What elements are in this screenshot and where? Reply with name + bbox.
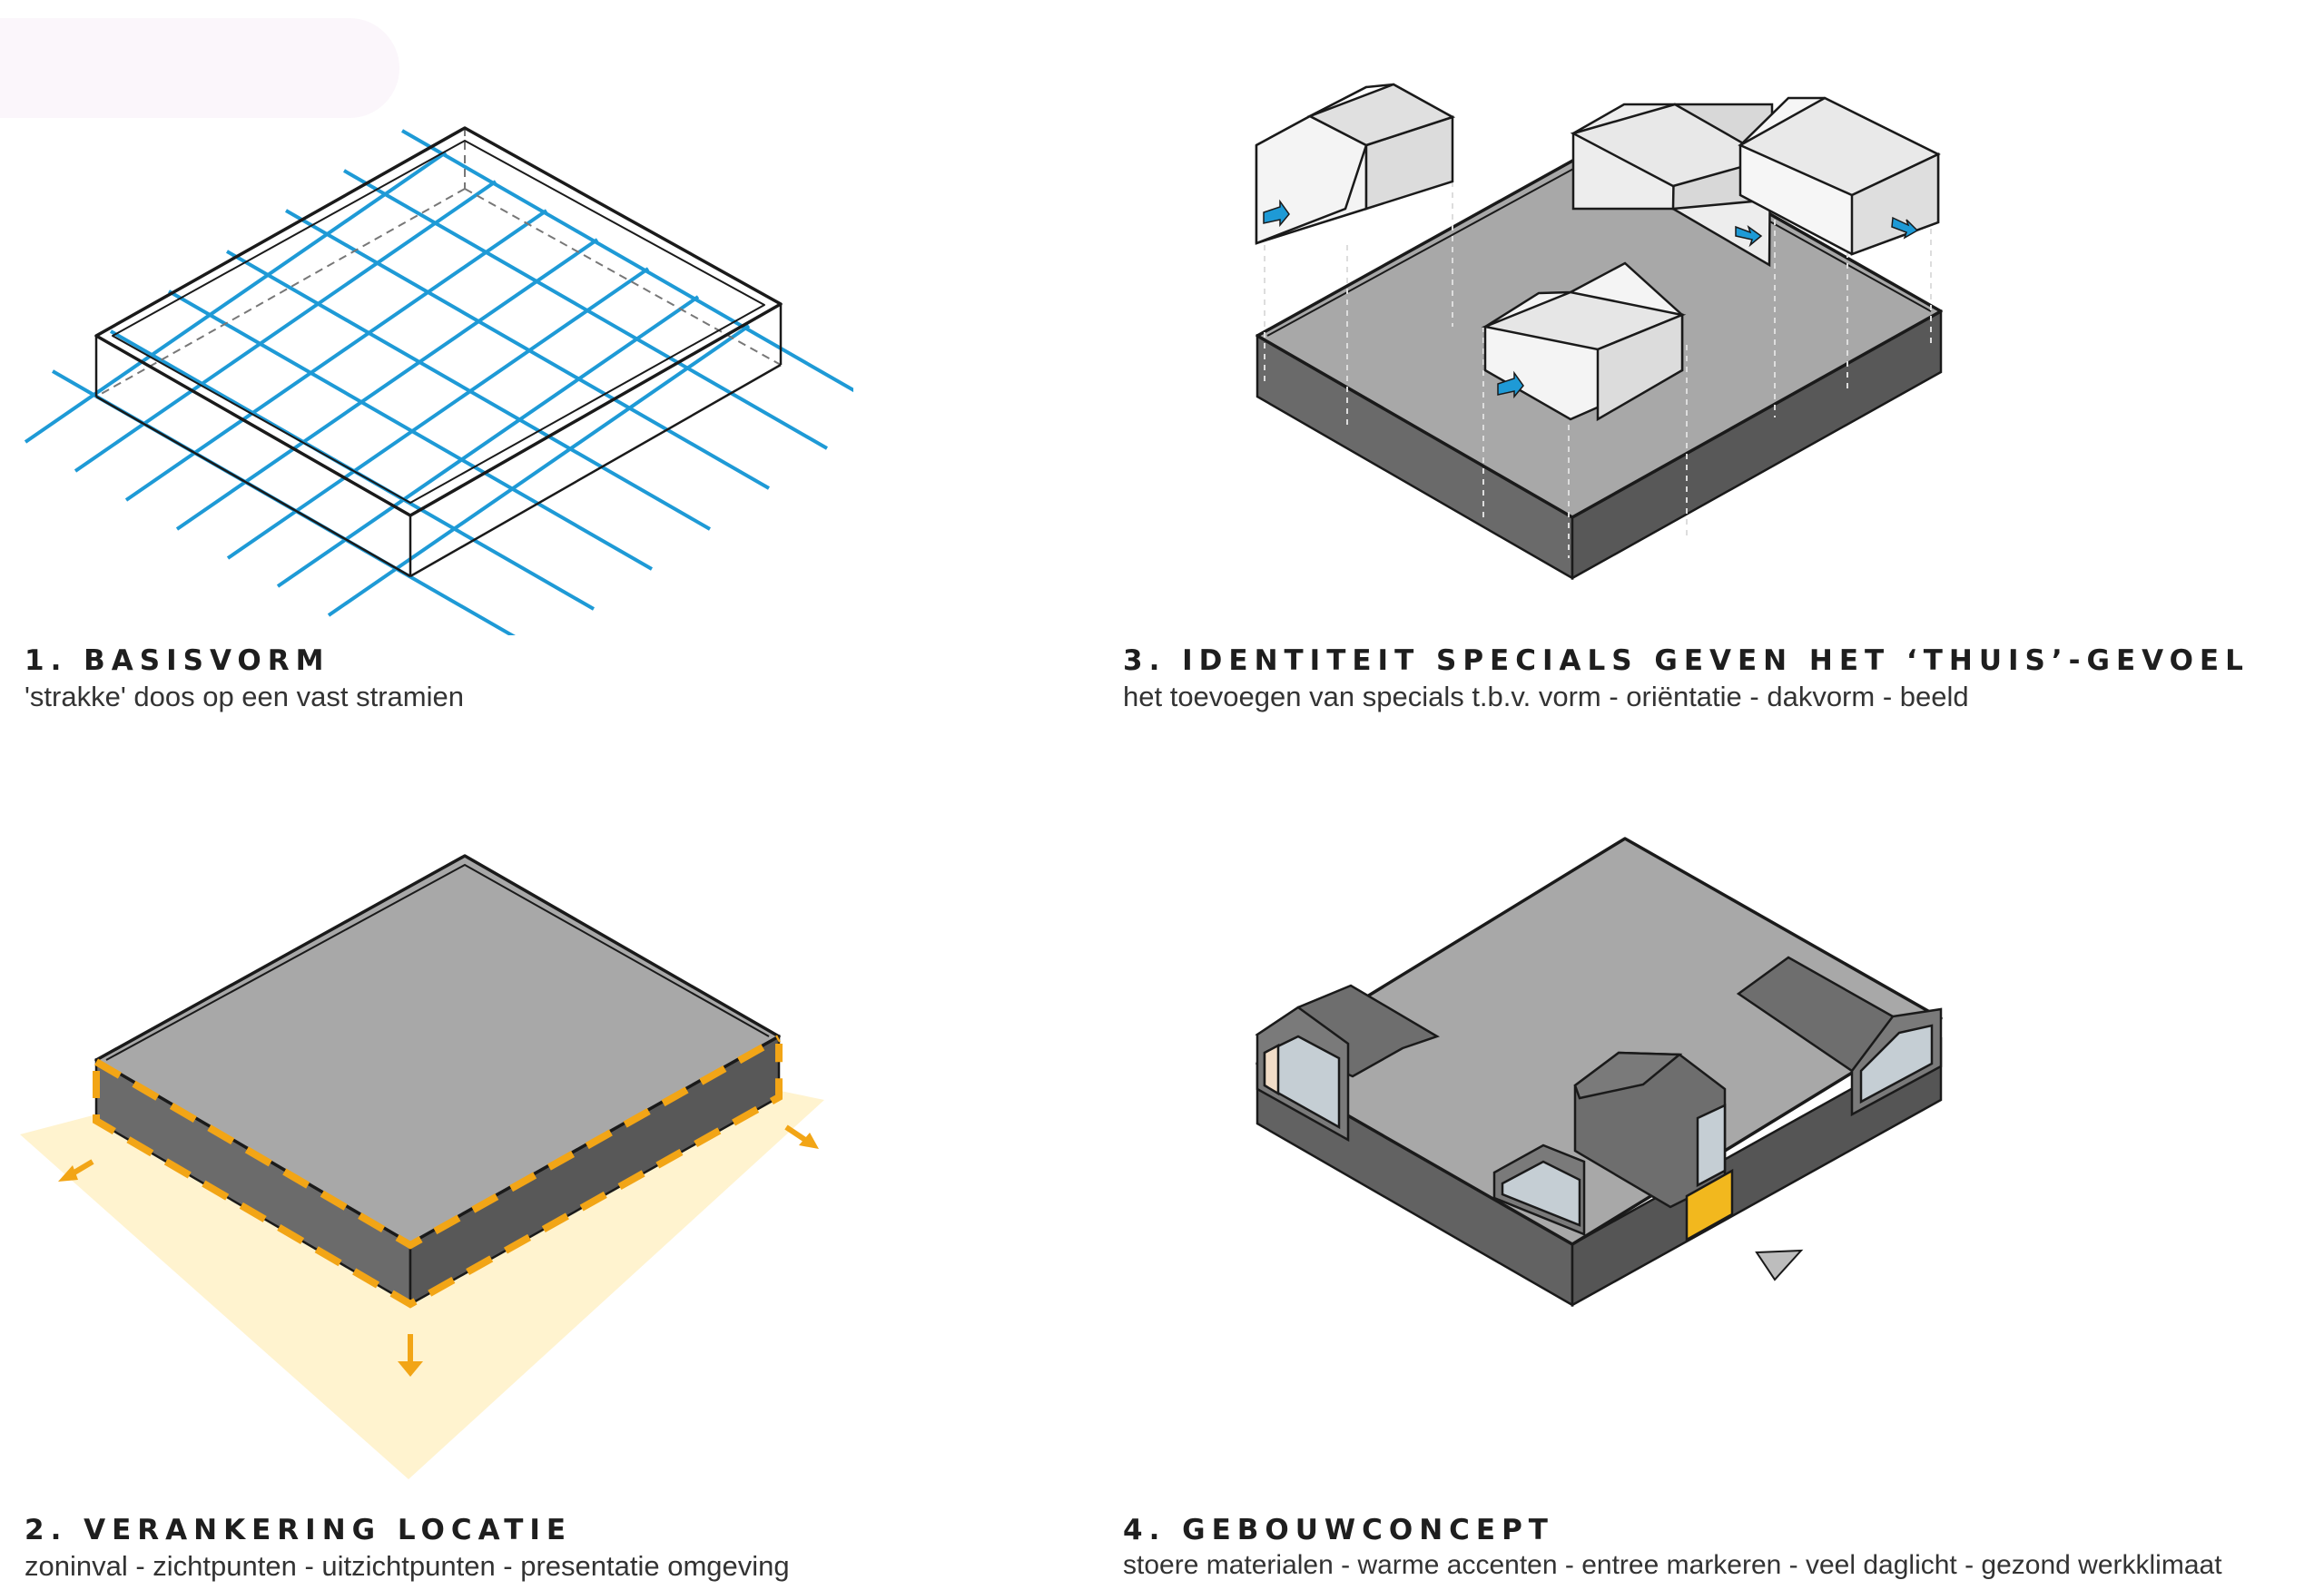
gable-left [1255,984,1440,1143]
basisvorm-diagram [24,126,853,635]
caption-subtitle: stoere materialen - warme accenten - ent… [1123,1550,2222,1580]
anchoring-dashed-outline [93,1035,783,1309]
caption-basisvorm: 1. BASISVORM 'strakke' doos op een vast … [25,644,464,713]
structural-grid [24,129,853,635]
gebouwconcept-diagram [1255,837,1943,1308]
caption-subtitle: het toevoegen van specials t.b.v. vorm -… [1123,681,1969,712]
gable-right [1736,956,1943,1117]
building-side-wall [1571,1036,1943,1308]
caption-title: 4. GEBOUWCONCEPT [1123,1514,1554,1546]
gable-centre [1492,1051,1734,1242]
house-special-4 [1481,261,1687,422]
box-hidden-edges [95,128,782,398]
box-outline [94,126,783,578]
caption-verankering: 2. VERANKERING LOCATIE zoninval - zichtp… [25,1514,790,1583]
building-roof [1256,837,1943,1246]
background-smudge [0,18,399,118]
caption-identiteit: 3. IDENTITEIT SPECIALS GEVEN HET ‘THUIS’… [1123,644,2250,713]
caption-title: 2. VERANKERING LOCATIE [25,1514,573,1546]
orientation-arrows-blue [1263,199,1919,399]
house-special-1 [1255,83,1456,245]
caption-gebouwconcept: 4. GEBOUWCONCEPT stoere materialen - war… [1123,1514,2222,1581]
verankering-diagram [20,854,824,1479]
orientation-arrows [58,1124,819,1377]
caption-title: 3. IDENTITEIT SPECIALS GEVEN HET ‘THUIS’… [1123,644,2250,677]
identiteit-diagram [1255,83,1943,581]
projection-lines [1264,182,1932,558]
caption-subtitle: zoninval - zichtpunten - uitzichtpunten … [25,1550,790,1582]
entrance-marker-icon [1755,1249,1804,1281]
caption-subtitle: 'strakke' doos op een vast stramien [25,681,464,712]
caption-title: 1. BASISVORM [25,644,330,677]
